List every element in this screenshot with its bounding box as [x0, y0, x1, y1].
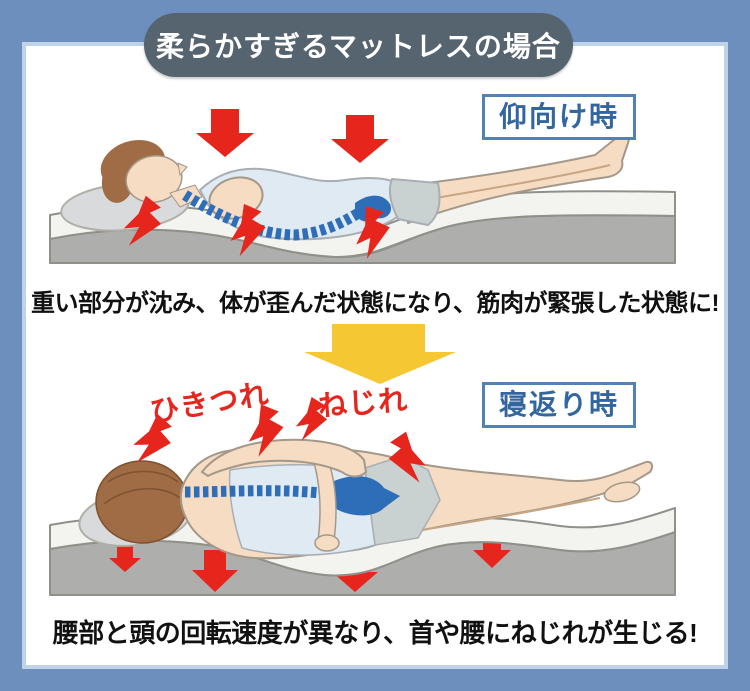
annotation-twist: ねじれ	[317, 377, 410, 425]
pressure-arrow-icon	[196, 109, 254, 157]
caption-turnover-text: 腰部と頭の回転速度が異なり、首や腰にねじれが生じる!	[52, 618, 698, 648]
tag-supine: 仰向け時	[482, 94, 637, 140]
transition-arrow-icon	[304, 324, 456, 384]
tag-turnover: 寝返り時	[482, 382, 637, 428]
legs	[407, 132, 630, 224]
caption-turnover: 腰部と頭の回転速度が異なり、首や腰にねじれが生じる!	[22, 613, 728, 650]
title-text: 柔らかすぎるマットレスの場合	[156, 31, 561, 62]
tag-supine-label: 仰向け時	[499, 101, 620, 132]
sink-arrow-icon	[109, 544, 141, 572]
caption-supine-text: 重い部分が沈み、体が歪んだ状態になり、筋肉が緊張した状態に!	[30, 290, 720, 317]
leg-divider-line	[429, 164, 611, 200]
hair-strand	[107, 470, 179, 483]
supine-illustration	[49, 109, 676, 264]
sacrum	[326, 476, 400, 516]
caption-supine: 重い部分が沈み、体が歪んだ状態になり、筋肉が緊張した状態に!	[22, 283, 728, 318]
title-banner: 柔らかすぎるマットレスの場合	[144, 13, 573, 77]
annotation-twist-text: ねじれ	[317, 384, 410, 423]
sink-arrow-icon	[192, 550, 238, 592]
turnover-illustration	[49, 396, 676, 596]
pressure-arrow-icon	[331, 115, 389, 163]
spine	[184, 485, 331, 500]
hair-strand	[103, 488, 181, 505]
nose	[177, 162, 188, 177]
arm-on-top	[200, 438, 368, 478]
tag-turnover-label: 寝返り時	[499, 389, 620, 420]
upper-foot	[603, 481, 641, 503]
sink-arrow-icon	[473, 534, 511, 568]
hair-fall	[101, 159, 135, 203]
spine	[182, 190, 365, 241]
head-back	[95, 460, 189, 544]
hip-shorts	[389, 177, 441, 227]
hand	[314, 534, 340, 552]
